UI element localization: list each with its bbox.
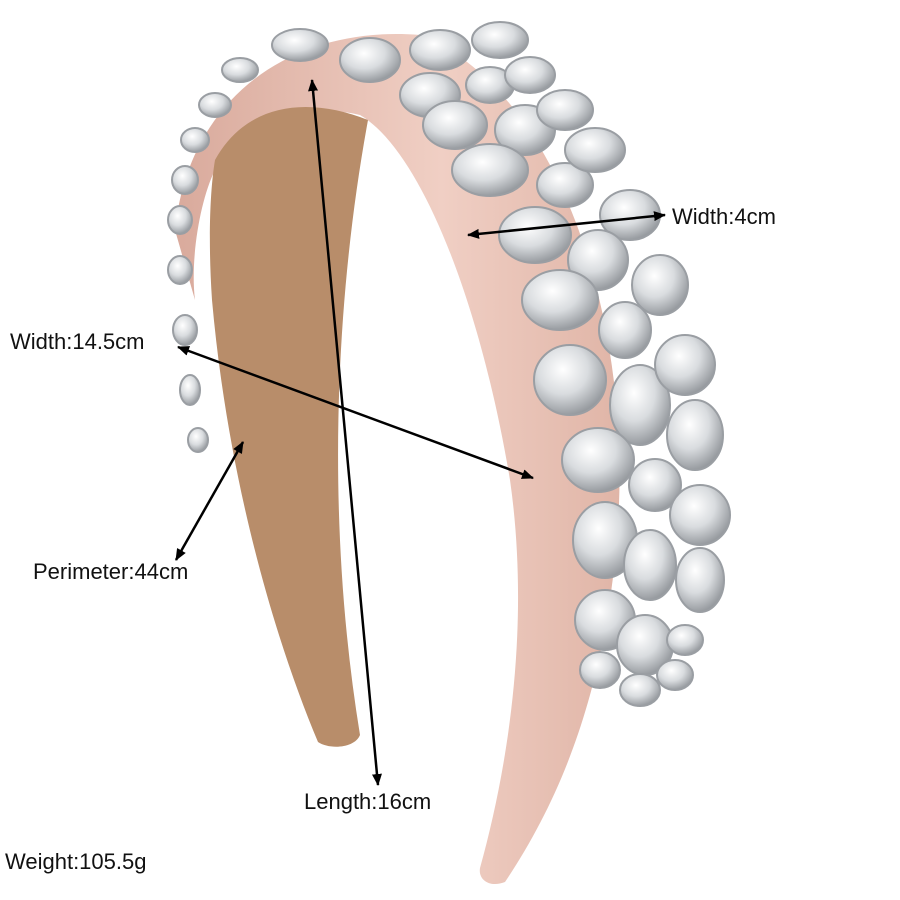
crystal-stone (180, 127, 210, 153)
crystal-stone (561, 427, 635, 493)
crystal-stone (198, 92, 232, 118)
crystal-stone (656, 659, 694, 691)
crystal-cluster (167, 21, 731, 707)
crystal-stone (167, 205, 193, 235)
crystal-stone (598, 301, 652, 359)
crystal-stone (533, 344, 607, 416)
crystal-stone (179, 374, 201, 406)
crystal-stone (339, 37, 401, 83)
crystal-stone (623, 529, 677, 601)
crystal-stone (172, 314, 198, 346)
width-large-arrow (177, 345, 534, 480)
weight-label: Weight:105.5g (5, 849, 147, 874)
crystal-stone (471, 21, 529, 59)
crystal-stone (669, 484, 731, 546)
crystal-stone (628, 458, 682, 512)
crystal-stone (536, 162, 594, 208)
perimeter-label: Perimeter:44cm (33, 559, 189, 584)
crystal-stone (666, 624, 704, 656)
crystal-stone (504, 56, 556, 94)
crystal-stone (579, 651, 621, 689)
crystal-stone (422, 100, 488, 150)
crystal-stone (167, 255, 193, 285)
crystal-stone (619, 673, 661, 707)
crystal-stone (675, 547, 725, 613)
crystal-stone (609, 364, 671, 446)
measurement-arrows (174, 79, 666, 786)
crystal-stone (666, 399, 724, 471)
crystal-stone (409, 29, 471, 71)
crystal-stone (536, 89, 594, 131)
crystal-stone (221, 57, 259, 83)
width-small-arrow (467, 211, 666, 239)
crystal-stone (271, 28, 329, 62)
crystal-stone (498, 206, 572, 264)
width-large-label: Width:14.5cm (10, 329, 145, 354)
crystal-stone (521, 269, 599, 331)
crystal-stone (171, 165, 199, 195)
width-small-label: Width:4cm (672, 204, 776, 229)
crystal-stone (451, 143, 529, 197)
crystal-stone (631, 254, 689, 316)
crystal-stone (564, 127, 626, 173)
crystal-stone (654, 334, 716, 396)
crystal-stone (187, 427, 209, 453)
perimeter-arrow (174, 441, 245, 561)
length-label: Length:16cm (304, 789, 432, 814)
